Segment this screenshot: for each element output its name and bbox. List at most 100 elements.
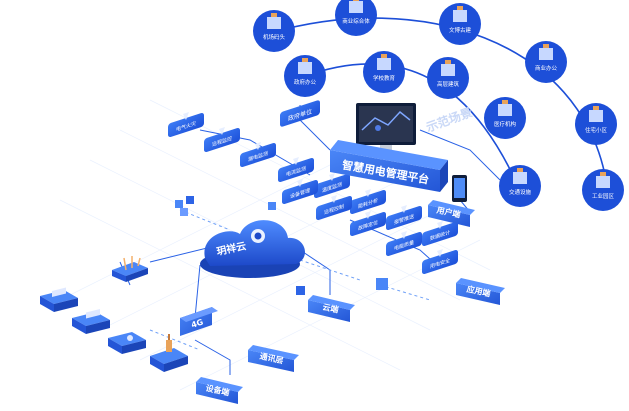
app-tile-icon bbox=[331, 195, 337, 203]
app-tile-body bbox=[422, 249, 458, 275]
app-tile-icon bbox=[293, 157, 299, 165]
scene-label: 交通设施 bbox=[509, 188, 532, 196]
scene-node[interactable]: 商业办公 bbox=[525, 41, 567, 83]
building-icon bbox=[453, 10, 467, 22]
scene-node[interactable]: 商业综合体 bbox=[335, 0, 377, 36]
app-tile[interactable]: 漏电监测 bbox=[240, 137, 276, 168]
device-meter-1-icon bbox=[40, 287, 78, 312]
building-icon bbox=[377, 58, 391, 70]
app-tile[interactable]: 温度监测 bbox=[314, 168, 350, 199]
building-icon bbox=[513, 172, 527, 184]
app-tile-body bbox=[422, 221, 458, 247]
scene-label: 机场码头 bbox=[263, 33, 286, 41]
scene-label: 商业办公 bbox=[535, 64, 558, 72]
scene-disc bbox=[575, 103, 617, 145]
scene-disc bbox=[253, 10, 295, 52]
app-layer-label: 应用端 bbox=[466, 284, 492, 299]
building-roof-icon bbox=[302, 58, 308, 62]
device-layer-block[interactable]: 设备端 bbox=[196, 377, 243, 404]
app-tile[interactable]: 电能质量 bbox=[386, 226, 422, 257]
scene-label: 学校教育 bbox=[373, 74, 396, 82]
app-tile[interactable]: 设备管理 bbox=[282, 174, 318, 205]
building-icon bbox=[349, 1, 363, 13]
app-tile-icon bbox=[329, 173, 335, 181]
app-tile-body bbox=[240, 142, 276, 168]
device-sensor-icon bbox=[150, 334, 188, 372]
building-roof-icon bbox=[445, 60, 451, 64]
building-icon bbox=[596, 176, 610, 188]
app-tile[interactable]: 故障定位 bbox=[350, 206, 386, 237]
tile-institution[interactable]: 政府单位 bbox=[280, 100, 320, 128]
app-tile-body bbox=[316, 195, 352, 221]
arc-watermark: 示范场景 bbox=[423, 104, 474, 135]
scene-disc bbox=[499, 165, 541, 207]
app-tile[interactable]: 能耗分析 bbox=[350, 184, 386, 215]
app-tile[interactable]: 电流监测 bbox=[278, 152, 314, 183]
scene-node[interactable]: 医疗机构 bbox=[484, 97, 526, 139]
building-roof-icon bbox=[543, 44, 549, 48]
cloud-end-label: 云端 bbox=[322, 302, 340, 315]
scene-label: 医疗机构 bbox=[494, 120, 517, 128]
building-icon bbox=[298, 62, 312, 74]
scene-label: 工业园区 bbox=[592, 192, 615, 200]
app-tile-body bbox=[168, 112, 204, 138]
app-tile-body bbox=[350, 189, 386, 215]
scene-node[interactable]: 工业园区 bbox=[582, 169, 624, 211]
network-4g[interactable]: 4G bbox=[180, 307, 218, 336]
scene-label: 文博古建 bbox=[449, 26, 472, 34]
app-tile-icon bbox=[219, 127, 225, 135]
cloud-end-block[interactable]: 云端 bbox=[308, 295, 355, 322]
building-icon bbox=[498, 104, 512, 116]
scene-node[interactable]: 政府办公 bbox=[284, 55, 326, 97]
scene-arc bbox=[269, 17, 607, 181]
app-tile-icon bbox=[297, 179, 303, 187]
building-icon bbox=[589, 110, 603, 122]
scene-node[interactable]: 交通设施 bbox=[499, 165, 541, 207]
app-layer-block[interactable]: 应用端 bbox=[456, 278, 505, 305]
app-tile-icon bbox=[183, 112, 189, 120]
network-4g-label: 4G bbox=[190, 317, 204, 329]
app-tile-body bbox=[204, 127, 240, 153]
user-end-block[interactable]: 用户端 bbox=[428, 200, 475, 227]
app-tile[interactable]: 报警推送 bbox=[386, 200, 422, 231]
building-roof-icon bbox=[457, 6, 463, 10]
app-tile-body bbox=[282, 179, 318, 205]
app-tile-body bbox=[350, 211, 386, 237]
app-tile[interactable]: 数据统计 bbox=[422, 216, 458, 247]
scene-node[interactable]: 文博古建 bbox=[439, 3, 481, 45]
app-tile-icon bbox=[437, 249, 443, 257]
app-tile[interactable]: 用电安全 bbox=[422, 244, 458, 275]
app-tile-icon bbox=[437, 221, 443, 229]
scene-label: 住宅小区 bbox=[585, 126, 608, 134]
app-tile[interactable]: 远程监控 bbox=[204, 122, 240, 153]
building-roof-icon bbox=[502, 100, 508, 104]
building-icon bbox=[539, 48, 553, 60]
app-tile-body bbox=[386, 231, 422, 257]
comm-layer-label: 通讯层 bbox=[259, 351, 285, 366]
app-tile[interactable]: 电气火灾 bbox=[168, 107, 204, 138]
building-roof-icon bbox=[381, 54, 387, 58]
building-roof-icon bbox=[353, 0, 359, 1]
scene-node[interactable]: 学校教育 bbox=[363, 51, 405, 93]
scene-disc bbox=[525, 41, 567, 83]
building-roof-icon bbox=[600, 172, 606, 176]
app-tile-icon bbox=[365, 211, 371, 219]
app-tile-body bbox=[314, 173, 350, 199]
scene-disc bbox=[439, 3, 481, 45]
building-icon bbox=[267, 17, 281, 29]
scene-node[interactable]: 住宅小区 bbox=[575, 103, 617, 145]
scene-node[interactable]: 机场码头 bbox=[253, 10, 295, 52]
cube-cluster bbox=[175, 196, 388, 295]
app-tile-icon bbox=[255, 142, 261, 150]
comm-layer-block[interactable]: 通讯层 bbox=[248, 345, 299, 372]
user-phone bbox=[452, 175, 467, 202]
router-icon bbox=[112, 256, 148, 282]
app-tile[interactable]: 远程控制 bbox=[316, 190, 352, 221]
scene-disc bbox=[363, 51, 405, 93]
scene-node[interactable]: 高层建筑 bbox=[427, 57, 469, 99]
cloud-node[interactable]: 玥祥云 bbox=[200, 220, 305, 278]
platform-block[interactable]: 智慧用电管理平台 bbox=[330, 140, 448, 192]
